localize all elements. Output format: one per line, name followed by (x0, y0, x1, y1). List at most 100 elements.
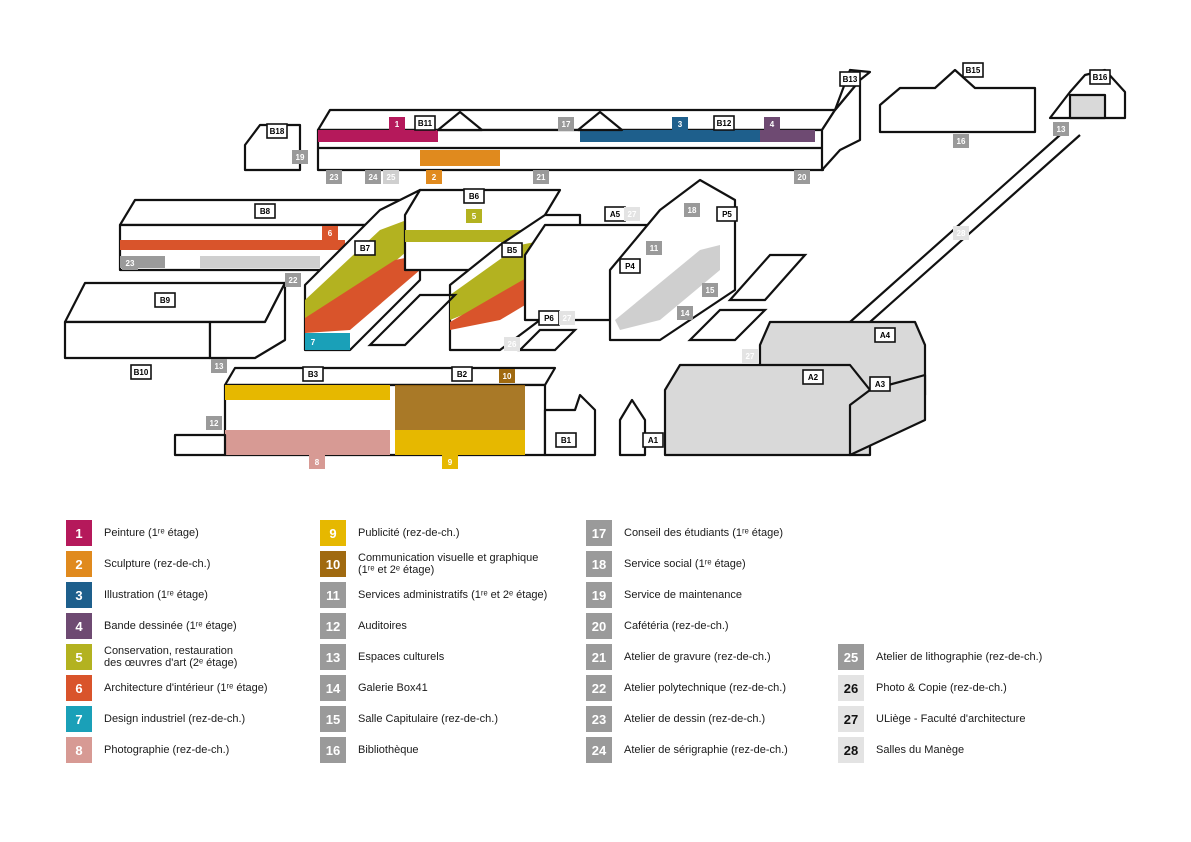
legend-number: 22 (586, 675, 612, 701)
svg-text:24: 24 (369, 173, 378, 182)
svg-text:B12: B12 (717, 119, 732, 128)
legend-label: Atelier de lithographie (rez-de-ch.) (876, 651, 1043, 663)
legend-label: Espaces culturels (358, 651, 445, 663)
zone-marker-n3: 3 (672, 117, 688, 131)
building-tag-a1: A1 (642, 432, 664, 448)
svg-text:1: 1 (395, 120, 400, 129)
legend-number: 10 (320, 551, 346, 577)
building-tag-a2: A2 (802, 369, 824, 385)
building-tag-b9: B9 (154, 292, 176, 308)
legend-number: 21 (586, 644, 612, 670)
zone-marker-n27b: 27 (559, 311, 575, 325)
legend-label: Atelier de dessin (rez-de-ch.) (624, 713, 766, 725)
legend-label: Publicité (rez-de-ch.) (358, 527, 460, 539)
svg-text:11: 11 (650, 244, 659, 253)
legend-label: Design industriel (rez-de-ch.) (104, 713, 246, 725)
zone-marker-n6: 6 (322, 226, 338, 240)
zone-marker-n1: 1 (389, 117, 405, 131)
legend-number: 8 (66, 737, 92, 763)
legend-label: Atelier de gravure (rez-de-ch.) (624, 651, 771, 663)
svg-text:20: 20 (798, 173, 807, 182)
zone-marker-n23b: 23 (122, 256, 138, 270)
building-b3-b2 (173, 366, 597, 457)
legend-number: 24 (586, 737, 612, 763)
legend-number: 19 (586, 582, 612, 608)
svg-text:9: 9 (448, 458, 453, 467)
legend-label: Illustration (1ʳᵉ étage) (104, 589, 208, 601)
svg-text:B9: B9 (160, 296, 171, 305)
legend-label: Salles du Manège (876, 744, 965, 756)
zone-marker-n20: 20 (794, 170, 810, 184)
building-tag-b18: B18 (266, 123, 288, 139)
zone-marker-n5: 5 (466, 209, 482, 223)
legend-item-2: 2 Sculpture (rez-de-ch.) (66, 551, 210, 577)
svg-text:B16: B16 (1093, 73, 1108, 82)
svg-text:B11: B11 (418, 119, 433, 128)
building-tag-b5: B5 (501, 242, 523, 258)
building-b15 (878, 68, 1037, 134)
svg-text:14: 14 (681, 309, 690, 318)
building-tag-b16: B16 (1089, 69, 1111, 85)
legend-number: 16 (320, 737, 346, 763)
svg-text:28: 28 (957, 229, 966, 238)
svg-text:P6: P6 (544, 314, 554, 323)
zone-marker-n4: 4 (764, 117, 780, 131)
building-tag-b11: B11 (414, 115, 436, 131)
legend-number: 2 (66, 551, 92, 577)
svg-text:B2: B2 (457, 370, 468, 379)
svg-text:21: 21 (537, 173, 546, 182)
legend-label: Service social (1ʳᵉ étage) (624, 558, 746, 570)
building-tag-b6: B6 (463, 188, 485, 204)
legend-number: 14 (320, 675, 346, 701)
parking-lot (727, 253, 808, 302)
zone-marker-n12: 12 (206, 416, 222, 430)
zone-marker-n18: 18 (684, 203, 700, 217)
legend-label: Conservation, restauration des œuvres d'… (104, 645, 238, 669)
svg-text:26: 26 (508, 340, 517, 349)
building-tag-a3: A3 (869, 376, 891, 392)
svg-text:19: 19 (296, 153, 305, 162)
svg-text:4: 4 (770, 120, 775, 129)
building-tag-b7: B7 (354, 240, 376, 256)
legend-label: Galerie Box41 (358, 682, 428, 694)
zone-marker-n16: 16 (953, 134, 969, 148)
zone-marker-n19: 19 (292, 150, 308, 164)
building-tag-b12: B12 (713, 115, 735, 131)
building-tag-b10: B10 (130, 364, 152, 380)
svg-text:A5: A5 (610, 210, 621, 219)
legend-item-27: 27 ULiège - Faculté d'architecture (838, 706, 1025, 732)
zone-marker-n24: 24 (365, 170, 381, 184)
building-tag-b1: B1 (555, 432, 577, 448)
building-tag-p4: P4 (619, 258, 641, 274)
building-tag-b2: B2 (451, 366, 473, 382)
legend-label: Sculpture (rez-de-ch.) (104, 558, 211, 570)
svg-text:B5: B5 (507, 246, 518, 255)
zone-marker-n27a: 27 (624, 207, 640, 221)
legend-number: 27 (838, 706, 864, 732)
legend-item-26: 26 Photo & Copie (rez-de-ch.) (838, 675, 1007, 701)
svg-text:P5: P5 (722, 210, 732, 219)
legend-label: ULiège - Faculté d'architecture (876, 713, 1026, 725)
svg-text:15: 15 (706, 286, 715, 295)
legend-label: Services administratifs (1ʳᵉ et 2ᵉ étage… (358, 589, 548, 601)
svg-text:5: 5 (472, 212, 477, 221)
legend-number: 26 (838, 675, 864, 701)
svg-text:B1: B1 (561, 436, 572, 445)
legend-number: 18 (586, 551, 612, 577)
legend-number: 11 (320, 582, 346, 608)
zone-marker-n15: 15 (702, 283, 718, 297)
legend-label: Communication visuelle et graphique (1ʳᵉ… (358, 552, 539, 576)
legend-label: Photo & Copie (rez-de-ch.) (876, 682, 1007, 694)
zone-marker-n11: 11 (646, 241, 662, 255)
svg-text:3: 3 (678, 120, 683, 129)
